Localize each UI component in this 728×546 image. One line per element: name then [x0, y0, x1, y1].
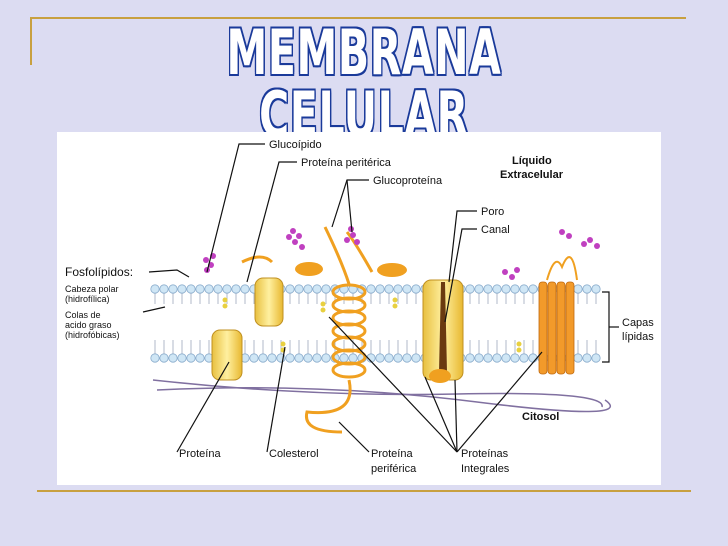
label-proteina-periterica: Proteína peritérica: [301, 157, 392, 169]
channel-gap: [439, 282, 447, 372]
top-rule: [30, 17, 686, 19]
label-proteinas-integrales-2: Integrales: [461, 463, 510, 475]
label-acido-graso: acido graso: [65, 320, 112, 330]
membrane-diagram: Glucoípido Proteína peritérica Glucoprot…: [57, 132, 661, 485]
surface-protein-a: [295, 262, 323, 276]
label-canal: Canal: [481, 224, 510, 236]
label-citosol: Citosol: [522, 411, 559, 423]
top-left-bracket: [30, 17, 32, 65]
label-poro: Poro: [481, 206, 504, 218]
label-cabeza-polar: Cabeza polar: [65, 284, 119, 294]
label-lipidas: lípidas: [622, 331, 654, 343]
glycoprotein-strand: [323, 226, 374, 285]
label-proteina-periferica-2: periférica: [371, 463, 417, 475]
label-proteina: Proteína: [179, 448, 221, 460]
label-proteina-periferica-1: Proteína: [371, 448, 413, 460]
peripheral-protein-top: [241, 255, 274, 264]
label-hidrofilica: (hidrofílica): [65, 294, 110, 304]
multipass-protein: [538, 281, 575, 375]
label-glucolipido: Glucoípido: [269, 139, 322, 151]
membrane-protein-lower: [211, 329, 243, 381]
label-capas: Capas: [622, 317, 654, 329]
label-colas: Colas de: [65, 310, 101, 320]
label-hidrofobicas: (hidrofóbicas): [65, 330, 120, 340]
multipass-loop: [546, 256, 578, 281]
label-glucoproteina: Glucoproteína: [373, 175, 443, 187]
glycoprotein-helix: [331, 283, 367, 379]
slide-title: MEMBRANA CELULAR: [226, 16, 502, 151]
leader-lines: [142, 143, 619, 453]
membrane-protein-left: [254, 277, 284, 327]
carbohydrate-chains: [203, 226, 600, 280]
surface-protein-b: [377, 263, 407, 277]
label-proteinas-integrales-1: Proteínas: [461, 448, 509, 460]
cytoskeleton-fibers: [152, 379, 611, 413]
label-fosfolipidos: Fosfolípidos:: [65, 265, 133, 279]
label-colesterol: Colesterol: [269, 448, 319, 460]
label-extracelular: Extracelular: [500, 169, 564, 181]
label-liquido: Líquido: [512, 155, 552, 167]
bottom-rule: [37, 490, 691, 492]
cytosol-protein: [429, 369, 451, 383]
peripheral-protein-tail: [304, 379, 352, 434]
